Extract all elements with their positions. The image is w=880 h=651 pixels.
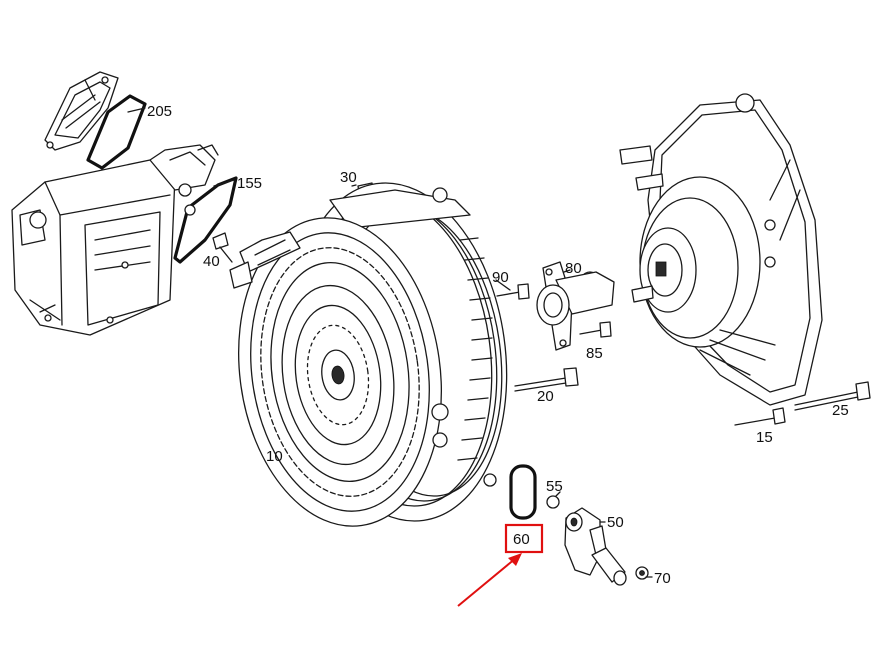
callout-30: 30 <box>340 169 357 186</box>
part-40-bolt <box>212 232 233 263</box>
part-50-connector <box>564 507 627 586</box>
highlight-marker <box>457 523 544 607</box>
callout-50: 50 <box>607 514 624 531</box>
highlight-box <box>504 523 544 554</box>
part-55-seal <box>546 495 560 509</box>
callout-15: 15 <box>756 429 773 446</box>
callout-155: 155 <box>237 175 262 192</box>
callout-25: 25 <box>832 402 849 419</box>
callout-80: 80 <box>565 260 582 277</box>
callout-40: 40 <box>203 253 220 270</box>
part-10-electric-motor <box>229 182 508 527</box>
callout-70: 70 <box>654 570 671 587</box>
part-25-bolt <box>794 381 871 411</box>
callout-55: 55 <box>546 478 563 495</box>
callout-90: 90 <box>492 269 509 286</box>
part-15-housing <box>619 93 823 426</box>
leader-lines <box>127 107 653 578</box>
red-arrow-head <box>508 553 522 566</box>
callout-85: 85 <box>586 345 603 362</box>
callout-labels: 205 155 30 40 90 80 85 20 25 15 10 55 50… <box>147 103 849 587</box>
red-arrow-line <box>457 557 517 607</box>
part-90-bolt <box>496 283 530 300</box>
part-85-bolt <box>579 321 612 338</box>
part-80-holder <box>536 261 615 351</box>
part-60-o-ring <box>509 464 537 520</box>
part-205-cover <box>44 71 147 170</box>
part-70-bolt <box>635 566 649 580</box>
power-electronics-unit <box>11 144 219 336</box>
part-20-bolt <box>514 367 579 392</box>
callout-205: 205 <box>147 103 172 120</box>
callout-10: 10 <box>266 448 283 465</box>
callout-20: 20 <box>537 388 554 405</box>
callout-60: 60 <box>513 531 530 548</box>
part-155-gasket <box>173 176 238 264</box>
